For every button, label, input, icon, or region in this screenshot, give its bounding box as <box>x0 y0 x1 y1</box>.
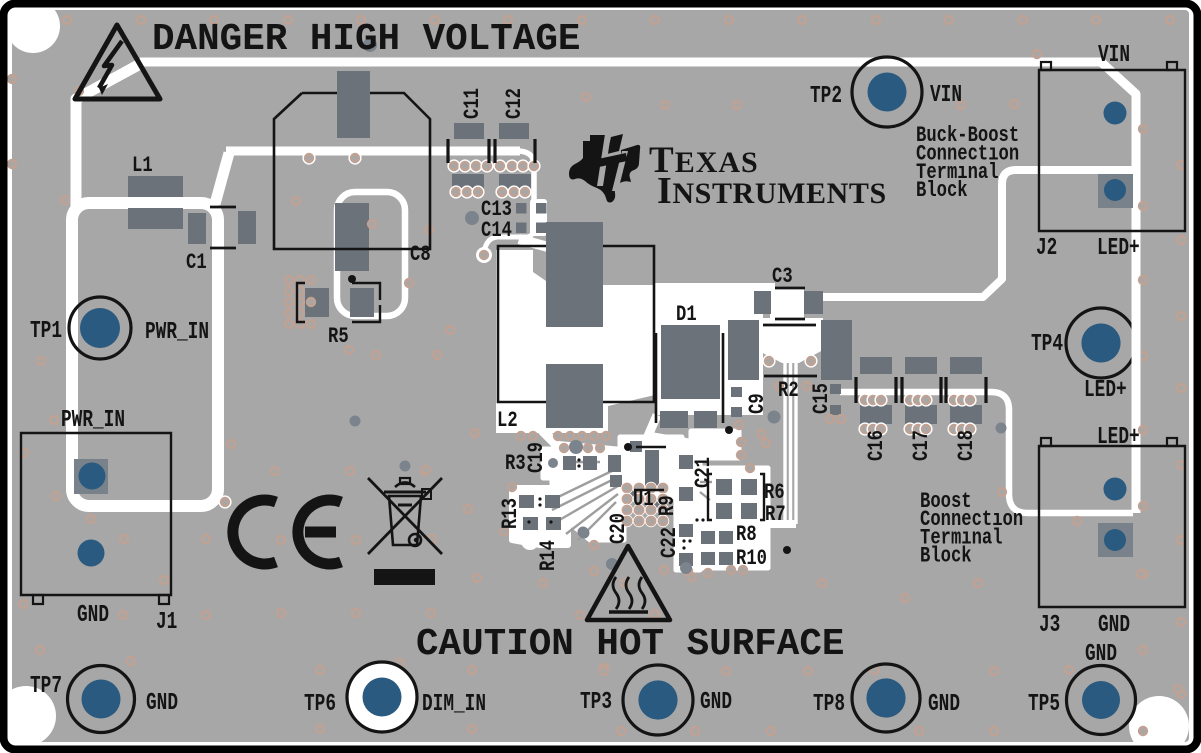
svg-text:C19: C19 <box>523 442 549 473</box>
svg-text:INSTRUMENTS: INSTRUMENTS <box>657 170 887 212</box>
svg-text:L1: L1 <box>132 152 153 178</box>
svg-text:LED+: LED+ <box>1097 235 1140 262</box>
svg-text:PWR_IN: PWR_IN <box>61 407 125 434</box>
svg-text:Boost: Boost <box>920 488 972 514</box>
svg-text:GND: GND <box>928 691 960 718</box>
svg-text:DANGER HIGH VOLTAGE: DANGER HIGH VOLTAGE <box>152 19 580 61</box>
svg-text:TP8: TP8 <box>813 691 845 718</box>
svg-text:C15: C15 <box>808 383 834 414</box>
svg-text:C22: C22 <box>656 527 682 558</box>
svg-text:TP1: TP1 <box>30 318 62 345</box>
svg-text:DIM_IN: DIM_IN <box>422 691 486 718</box>
svg-text:C13: C13 <box>481 196 512 222</box>
svg-text:CAUTION HOT SURFACE: CAUTION HOT SURFACE <box>416 624 844 666</box>
svg-text:GND: GND <box>146 690 178 717</box>
svg-text:Buck-Boost: Buck-Boost <box>916 122 1019 148</box>
svg-text:R2: R2 <box>778 377 799 403</box>
svg-text:C11: C11 <box>459 88 485 119</box>
svg-text:J1: J1 <box>156 609 177 636</box>
svg-text:R10: R10 <box>736 545 767 571</box>
svg-text:C21: C21 <box>690 457 716 488</box>
svg-text:R13: R13 <box>497 498 523 529</box>
svg-text:Termınal: Termınal <box>920 524 1003 550</box>
svg-text:TEXAS: TEXAS <box>649 140 759 181</box>
svg-text:C16: C16 <box>863 430 889 461</box>
svg-text:C14: C14 <box>481 217 512 243</box>
svg-text:C3: C3 <box>772 263 793 289</box>
svg-text:TP7: TP7 <box>30 673 62 700</box>
svg-text:C17: C17 <box>908 430 934 461</box>
svg-text:C20: C20 <box>605 513 631 544</box>
svg-text:TP4: TP4 <box>1031 331 1063 358</box>
svg-text:LED+: LED+ <box>1084 377 1127 404</box>
svg-text:TP6: TP6 <box>304 691 336 718</box>
svg-text:Connectıon: Connectıon <box>920 506 1023 532</box>
svg-text:C12: C12 <box>501 88 527 119</box>
svg-text:R3: R3 <box>505 450 526 476</box>
svg-text:C1: C1 <box>186 249 207 275</box>
svg-text:C8: C8 <box>410 241 431 267</box>
svg-text:LED+: LED+ <box>1097 424 1140 451</box>
svg-text:L2: L2 <box>497 407 518 433</box>
svg-text:J3: J3 <box>1039 612 1060 639</box>
svg-text:TP5: TP5 <box>1028 691 1060 718</box>
svg-text:R9: R9 <box>654 495 680 516</box>
svg-text:D1: D1 <box>676 301 697 327</box>
svg-text:C18: C18 <box>953 430 979 461</box>
svg-text:Connectıon: Connectıon <box>916 140 1019 166</box>
svg-text:GND: GND <box>1098 612 1130 639</box>
svg-text:Termınal: Termınal <box>916 159 999 185</box>
svg-text:R7: R7 <box>765 501 786 527</box>
svg-text:R5: R5 <box>328 323 349 349</box>
svg-text:U1: U1 <box>633 486 654 512</box>
svg-text:R8: R8 <box>736 521 757 547</box>
svg-text:J2: J2 <box>1036 235 1057 262</box>
svg-text:VIN: VIN <box>930 82 962 109</box>
svg-text:Block: Block <box>920 543 972 569</box>
svg-text:C9: C9 <box>744 393 770 414</box>
svg-text:R6: R6 <box>764 479 785 505</box>
svg-text:PWR_IN: PWR_IN <box>145 319 209 346</box>
svg-text:TP3: TP3 <box>580 689 612 716</box>
svg-text:GND: GND <box>77 602 109 629</box>
svg-text:VIN: VIN <box>1098 42 1130 69</box>
svg-text:GND: GND <box>700 689 732 716</box>
svg-text:GND: GND <box>1085 641 1117 668</box>
svg-text:TP2: TP2 <box>810 83 842 110</box>
svg-text:R14: R14 <box>535 540 561 571</box>
svg-text:Block: Block <box>916 177 968 203</box>
